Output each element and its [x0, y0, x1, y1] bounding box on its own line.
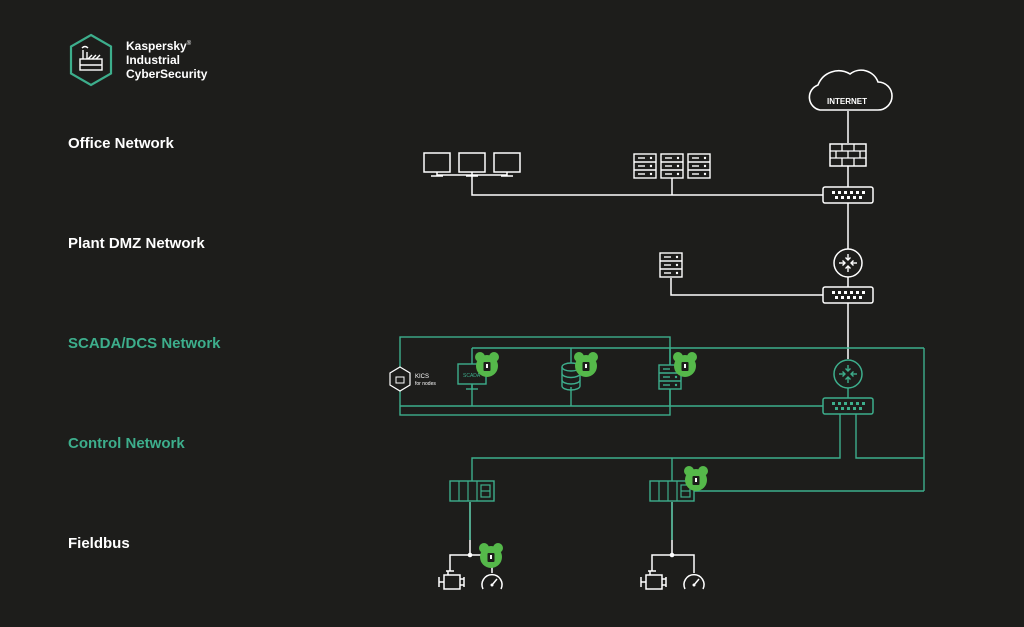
dmz-switch-icon: [822, 286, 874, 304]
layer-label-control: Control Network: [68, 435, 185, 452]
kics-for-nodes-label: KICS: [415, 374, 429, 380]
motor-icon: [438, 570, 465, 590]
internet-label: INTERNET: [827, 97, 867, 106]
layer-label-fieldbus: Fieldbus: [68, 535, 130, 552]
motor-icon: [640, 570, 667, 590]
dmz-lan-line: [670, 278, 823, 296]
fieldbus-junction: [467, 552, 473, 558]
internet-cloud-icon: [808, 69, 893, 111]
layer-label-dmz: Plant DMZ Network: [68, 235, 205, 252]
gauge-icon: [683, 573, 705, 590]
workstation-icon: [493, 152, 521, 177]
gauge-icon: [481, 573, 503, 590]
plc-icon: [449, 480, 495, 502]
brand-name: Kaspersky® Industrial CyberSecurity: [126, 39, 208, 81]
office-switch-icon: [822, 186, 874, 204]
server-rack-icon: [633, 153, 711, 179]
dmz-server-icon: [659, 252, 683, 278]
brand-block: Kaspersky® Industrial CyberSecurity: [68, 33, 238, 93]
office-lan-line: [471, 176, 823, 196]
workstation-icon: [458, 152, 486, 177]
scada-router-icon: [833, 359, 863, 389]
router-icon: [833, 248, 863, 278]
fieldbus-junction: [669, 552, 675, 558]
layer-label-office: Office Network: [68, 135, 174, 152]
scada-switch-icon: [822, 397, 874, 415]
kics-logo-icon: [69, 33, 113, 87]
kics-for-nodes-label: for nodes: [415, 381, 436, 387]
layer-label-scada: SCADA/DCS Network: [68, 335, 221, 352]
firewall-icon: [829, 143, 867, 167]
kics-agent-icon: [479, 543, 503, 568]
workstation-icon: [423, 152, 451, 177]
kics-for-nodes-icon: [389, 366, 411, 392]
scada-label: SCADA: [463, 373, 481, 379]
